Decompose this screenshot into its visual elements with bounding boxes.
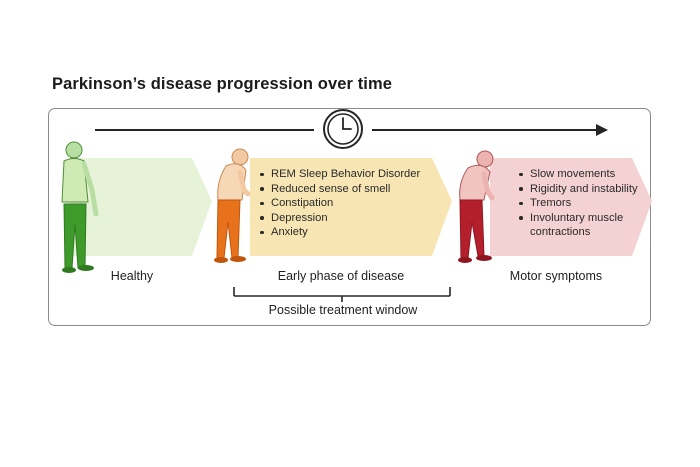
stage-label-motor: Motor symptoms: [509, 269, 603, 283]
stage-label-healthy: Healthy: [110, 269, 154, 283]
progression-panel: [48, 108, 651, 326]
early-symptom-list: REM Sleep Behavior Disorder Reduced sens…: [260, 167, 420, 240]
motor-symptom-list: Slow movements Rigidity and instability …: [519, 167, 646, 240]
healthy-person-figure: [61, 141, 99, 273]
list-item: REM Sleep Behavior Disorder: [260, 167, 420, 182]
arrow-right-icon: [596, 124, 608, 136]
list-item: Constipation: [260, 196, 420, 211]
list-item: Anxiety: [260, 225, 420, 240]
list-item: Depression: [260, 211, 420, 226]
list-item: Slow movements: [519, 167, 646, 182]
list-item: Tremors: [519, 196, 646, 211]
motor-symptoms-person-figure: [458, 150, 495, 263]
stage-band-early: [250, 158, 452, 256]
clock-icon: [323, 109, 363, 149]
treatment-window-label: Possible treatment window: [268, 303, 418, 317]
list-item: Reduced sense of smell: [260, 182, 420, 197]
list-item: Rigidity and instability: [519, 182, 646, 197]
treatment-window-bracket: [233, 287, 451, 302]
stage-band-motor: [490, 158, 652, 256]
early-phase-person-figure: [214, 148, 251, 263]
stage-label-early: Early phase of disease: [277, 269, 405, 283]
stage-band-healthy: [70, 158, 212, 256]
list-item: Involuntary muscle contractions: [519, 211, 646, 240]
page-title: Parkinson’s disease progression over tim…: [52, 75, 393, 93]
